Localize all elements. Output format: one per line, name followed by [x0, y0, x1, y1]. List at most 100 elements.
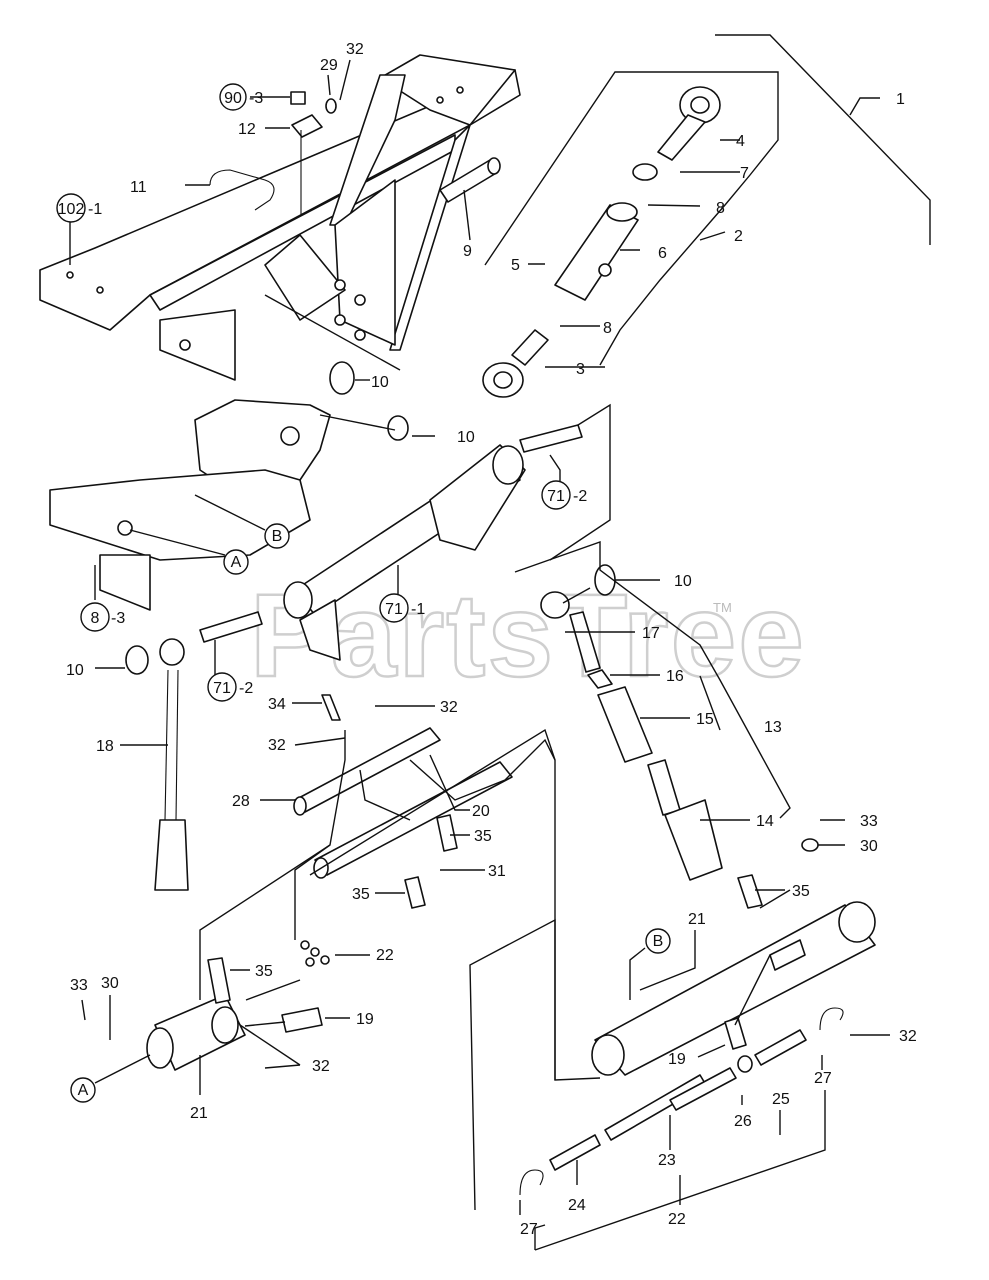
- callout-numbers: 1 2 3 4 5 6 7 8 8 9 10 10 10 10 11 12 13…: [66, 41, 917, 1238]
- callout-12: 12: [238, 121, 256, 138]
- callout-13: 13: [764, 719, 782, 736]
- washer-30-right: [801, 838, 819, 852]
- lift-rod-18: [154, 638, 189, 891]
- callout-10-left: 10: [66, 662, 84, 679]
- pin-35-mid-a: [436, 814, 458, 852]
- callout-21-right: 21: [688, 911, 706, 928]
- callout-10-frame: 10: [371, 374, 389, 391]
- group-ref-102-1: 102 -1: [56, 193, 102, 223]
- leader-lines: [69, 34, 931, 1251]
- callout-29: 29: [320, 57, 338, 74]
- group-ref-suffix: -2: [239, 680, 253, 697]
- callout-33-right: 33: [860, 813, 878, 830]
- callout-27-right: 27: [814, 1070, 832, 1087]
- callout-27-left: 27: [520, 1221, 538, 1238]
- lock-pin-10-b: [387, 415, 409, 441]
- group-ref-circle: 71: [385, 601, 403, 618]
- callout-21-left: 21: [190, 1105, 208, 1122]
- ref-letter-a-lower: A: [70, 1077, 96, 1103]
- front-frame-assembly: [39, 54, 521, 381]
- callout-10-mid: 10: [457, 429, 475, 446]
- callout-3: 3: [576, 361, 585, 378]
- callout-8-lower: 8: [603, 320, 612, 337]
- callout-35-right: 35: [792, 883, 810, 900]
- callout-4: 4: [736, 133, 745, 150]
- rock-shaft: [283, 444, 526, 661]
- callout-9: 9: [463, 243, 472, 260]
- group-ref-circle: 71: [213, 680, 231, 697]
- watermark-trademark: TM: [713, 600, 732, 615]
- pin-19-left: [281, 1007, 323, 1033]
- callout-32-top: 32: [346, 41, 364, 58]
- ref-letter-b-upper: B: [264, 523, 290, 549]
- group-ref-circle: 102: [58, 201, 85, 218]
- callout-33-left: 33: [70, 977, 88, 994]
- pin-35-mid-b: [404, 876, 426, 909]
- pin-71-2-upper: [519, 424, 583, 453]
- callout-14: 14: [756, 813, 774, 830]
- group-ref-suffix: -3: [249, 90, 263, 107]
- callout-35-left: 35: [255, 963, 273, 980]
- callout-32-bottom-left: 32: [312, 1058, 330, 1075]
- ref-letter-text: B: [272, 528, 283, 545]
- group-ref-90-3: 90 -3: [219, 83, 263, 111]
- pin-35-right: [737, 874, 763, 909]
- stabilizer-28: [293, 727, 441, 816]
- pin-35-left: [207, 957, 231, 1004]
- callout-34: 34: [268, 696, 286, 713]
- callout-11: 11: [130, 179, 147, 196]
- top-link-assembly: [482, 86, 721, 398]
- lock-pin-10-a: [329, 361, 355, 395]
- pin-71-2-lower: [199, 611, 263, 643]
- callout-22-lower: 22: [668, 1211, 686, 1228]
- group-ref-circle: 71: [547, 488, 565, 505]
- callout-32-right: 32: [899, 1028, 917, 1045]
- lower-arm-left-21: [146, 994, 246, 1071]
- callout-19-right: 19: [668, 1051, 686, 1068]
- callout-23: 23: [658, 1152, 676, 1169]
- callout-10-right: 10: [674, 573, 692, 590]
- ref-letter-b-lower: B: [645, 928, 671, 954]
- group-ref-suffix: -1: [411, 601, 425, 618]
- pin-19-right: [724, 1017, 747, 1050]
- group-ref-71-2-lower: 71 -2: [207, 672, 253, 702]
- callout-8-upper: 8: [716, 200, 725, 217]
- callout-6: 6: [658, 245, 667, 262]
- ref-letter-text: A: [78, 1082, 89, 1099]
- callout-30-right: 30: [860, 838, 878, 855]
- check-chain-22: [519, 1007, 844, 1196]
- callout-25: 25: [772, 1091, 790, 1108]
- callout-30-left: 30: [101, 975, 119, 992]
- callout-16: 16: [666, 668, 684, 685]
- lock-pin-10-d: [125, 645, 149, 675]
- group-ref-71-1: 71 -1: [379, 593, 425, 623]
- callout-18: 18: [96, 738, 114, 755]
- ref-letter-a-upper: A: [223, 549, 249, 575]
- u-bolt-11: [209, 169, 275, 211]
- bracket-plate: [49, 399, 331, 611]
- callout-20: 20: [472, 803, 490, 820]
- callout-17: 17: [642, 625, 660, 642]
- callout-2: 2: [734, 228, 743, 245]
- callout-32-mid-left: 32: [268, 737, 286, 754]
- lower-arm-right-21: [591, 901, 876, 1076]
- group-ref-suffix: -1: [88, 201, 102, 218]
- ref-letter-text: A: [231, 554, 242, 571]
- group-ref-suffix: -2: [573, 488, 587, 505]
- callout-26: 26: [734, 1113, 752, 1130]
- pin-9: [439, 157, 501, 203]
- callout-31: 31: [488, 863, 506, 880]
- callout-32-mid-right: 32: [440, 699, 458, 716]
- pin-34: [321, 694, 341, 721]
- group-ref-suffix: -3: [111, 610, 125, 627]
- hardware-top: [290, 91, 337, 215]
- callout-28: 28: [232, 793, 250, 810]
- callout-35-mid: 35: [474, 828, 492, 845]
- callout-5: 5: [511, 257, 520, 274]
- group-ref-8-3: 8 -3: [80, 602, 125, 632]
- chain-22-small: [300, 940, 330, 967]
- callout-15: 15: [696, 711, 714, 728]
- group-ref-71-2-upper: 71 -2: [541, 480, 587, 510]
- callout-19-left: 19: [356, 1011, 374, 1028]
